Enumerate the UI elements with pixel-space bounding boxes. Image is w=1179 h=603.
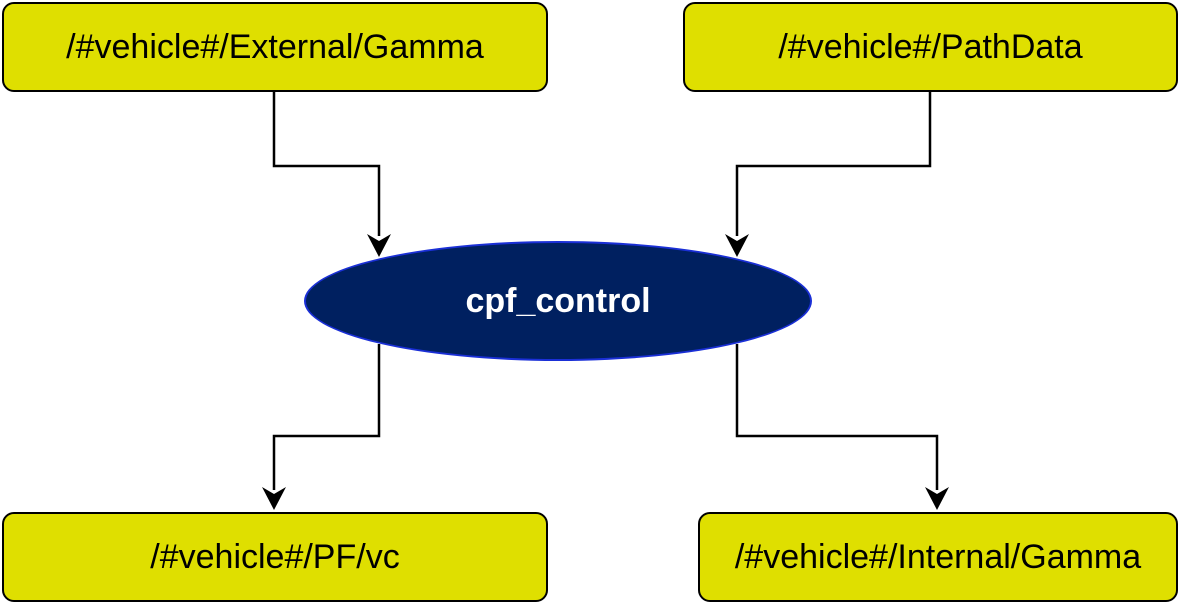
node-label: cpf_control bbox=[465, 281, 651, 320]
topic-internal-gamma[interactable]: /#vehicle#/Internal/Gamma bbox=[698, 512, 1178, 602]
node-cpf-control[interactable]: cpf_control bbox=[304, 241, 812, 361]
topic-external-gamma[interactable]: /#vehicle#/External/Gamma bbox=[2, 2, 548, 92]
edge-external-gamma-to-node bbox=[272, 92, 381, 236]
arrowhead-icon bbox=[367, 234, 391, 257]
edge-pathdata-to-node bbox=[735, 92, 932, 236]
topic-label: /#vehicle#/External/Gamma bbox=[66, 27, 484, 66]
arrowhead-icon bbox=[262, 487, 286, 510]
topic-label: /#vehicle#/PF/vc bbox=[150, 537, 400, 576]
topic-label: /#vehicle#/Internal/Gamma bbox=[734, 537, 1142, 576]
topic-label: /#vehicle#/PathData bbox=[778, 27, 1083, 66]
topic-pathdata[interactable]: /#vehicle#/PathData bbox=[683, 2, 1178, 92]
edge-node-to-internal-gamma bbox=[735, 344, 939, 490]
arrowhead-icon bbox=[725, 234, 749, 257]
topic-pf-vc[interactable]: /#vehicle#/PF/vc bbox=[2, 512, 548, 602]
arrowhead-icon bbox=[925, 487, 949, 510]
edge-node-to-pfvc bbox=[272, 344, 381, 490]
